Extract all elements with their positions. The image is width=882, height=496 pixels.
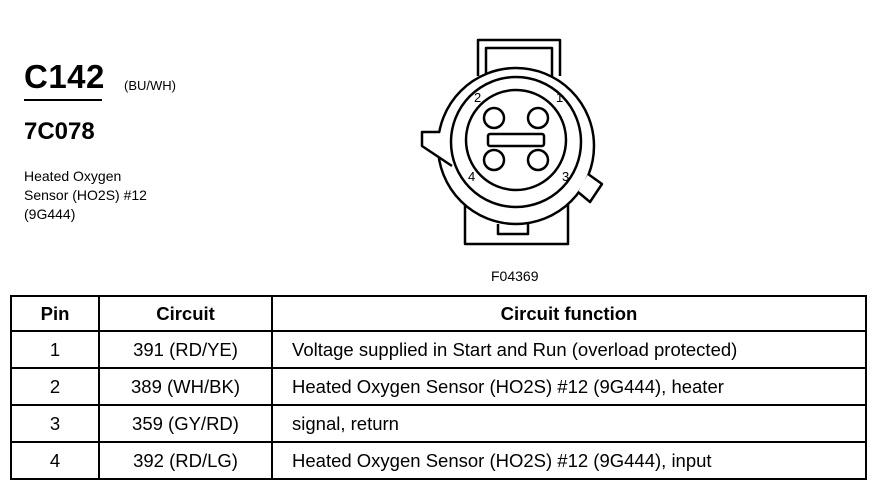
pin-cavity-ring: [464, 88, 568, 192]
cell-circuit: 391 (RD/YE): [98, 330, 273, 369]
connector-id-underline: [24, 99, 102, 101]
table-row: 3 359 (GY/RD) signal, return: [10, 404, 867, 443]
header-circuit-function: Circuit function: [271, 295, 867, 332]
cell-pin: 1: [10, 330, 100, 369]
cell-function: Heated Oxygen Sensor (HO2S) #12 (9G444),…: [271, 441, 867, 480]
pin-2: [482, 106, 506, 130]
pin-label-3: 3: [562, 169, 569, 184]
part-code: 7C078: [24, 118, 95, 145]
left-key: [420, 130, 453, 168]
cell-circuit: 389 (WH/BK): [98, 367, 273, 406]
table-header-row: Pin Circuit Circuit function: [10, 295, 867, 332]
cell-circuit: 359 (GY/RD): [98, 404, 273, 443]
pin-label-1: 1: [556, 90, 563, 105]
connector-color-code: (BU/WH): [124, 78, 176, 93]
header-pin: Pin: [10, 295, 100, 332]
table-row: 1 391 (RD/YE) Voltage supplied in Start …: [10, 330, 867, 369]
table-row: 2 389 (WH/BK) Heated Oxygen Sensor (HO2S…: [10, 367, 867, 406]
cell-pin: 2: [10, 367, 100, 406]
right-key: [577, 172, 604, 204]
figure-id: F04369: [491, 268, 539, 284]
connector-description: Heated Oxygen Sensor (HO2S) #12 (9G444): [24, 167, 147, 224]
pin-label-4: 4: [468, 169, 475, 184]
center-key-bar: [486, 132, 546, 148]
table-row: 4 392 (RD/LG) Heated Oxygen Sensor (HO2S…: [10, 441, 867, 480]
cell-pin: 4: [10, 441, 100, 480]
pin-circuit-table: Pin Circuit Circuit function 1 391 (RD/Y…: [10, 295, 867, 480]
cell-function: Heated Oxygen Sensor (HO2S) #12 (9G444),…: [271, 367, 867, 406]
description-line: Heated Oxygen: [24, 168, 122, 184]
description-line: (9G444): [24, 206, 76, 222]
connector-id: C142: [24, 58, 105, 95]
cell-function: Voltage supplied in Start and Run (overl…: [271, 330, 867, 369]
connector-inner-ring: [449, 75, 583, 209]
cell-circuit: 392 (RD/LG): [98, 441, 273, 480]
cell-pin: 3: [10, 404, 100, 443]
pin-4: [482, 148, 506, 172]
header-circuit: Circuit: [98, 295, 273, 332]
pin-1: [526, 106, 550, 130]
pin-3: [526, 148, 550, 172]
cell-function: signal, return: [271, 404, 867, 443]
description-line: Sensor (HO2S) #12: [24, 187, 147, 203]
bottom-tab: [463, 204, 570, 246]
pin-label-2: 2: [474, 90, 481, 105]
top-latch: [476, 38, 562, 76]
connector-face-diagram: 1 2 3 4: [420, 38, 604, 246]
